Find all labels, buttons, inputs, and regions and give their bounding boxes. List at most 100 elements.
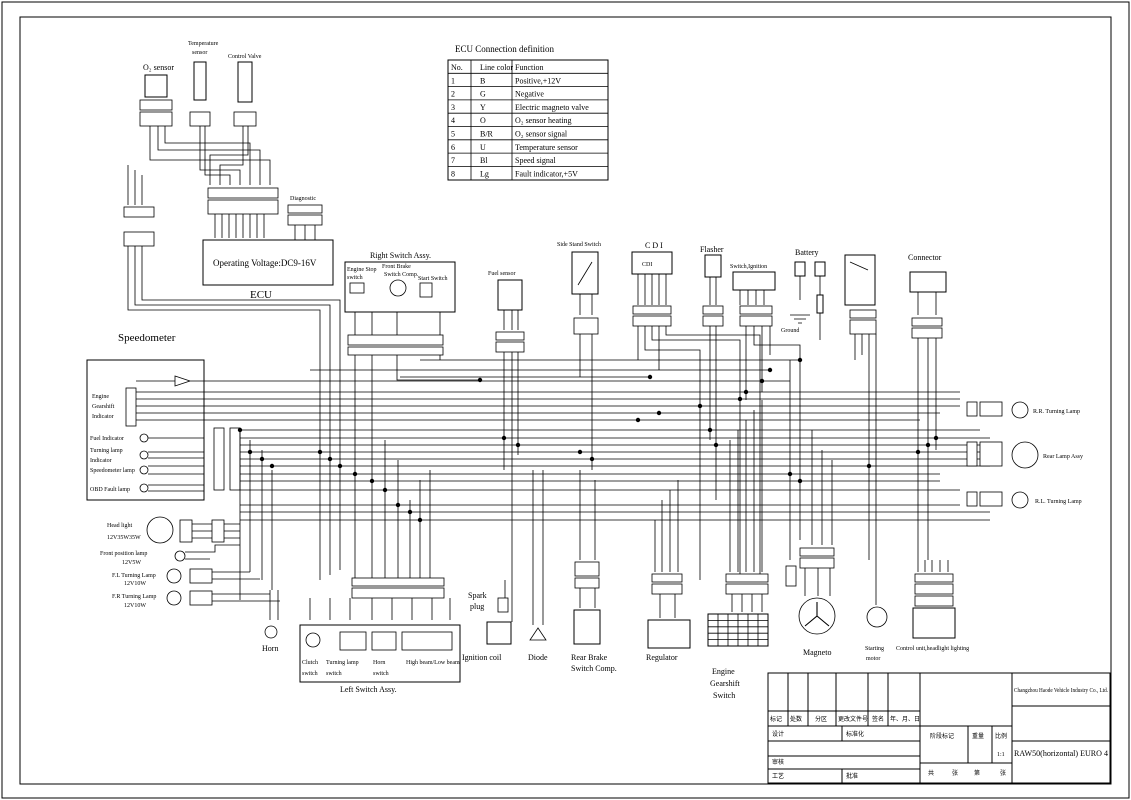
ecu-table-cell: Y (480, 103, 486, 112)
o2-sensor-icon (144, 74, 168, 98)
turning-switch-icon (339, 631, 367, 651)
flasher-icon (704, 254, 722, 278)
tb-process: 工艺 (772, 772, 784, 780)
tb-approve: 批准 (846, 772, 858, 780)
tb-scale-label: 比例 (995, 732, 1007, 740)
starter-control-group: Starting motor Control unit,headlight li… (865, 560, 969, 662)
wire-junction (656, 410, 662, 416)
tb-page: 第 (974, 769, 980, 777)
fuel-sensor-label: Fuel sensor (488, 271, 516, 277)
left-switch-label: Left Switch Assy. (340, 685, 397, 694)
tb-company: Changzhou Haode Vehicle Industry Co., Lt… (1014, 688, 1108, 694)
ignition-coil-label: Ignition coil (462, 653, 502, 662)
turning-lamp-indicator-label: Turning lamp (90, 448, 123, 454)
temp-sensor-label: Temperature (188, 41, 219, 47)
spark-plug-label-2: plug (470, 602, 484, 611)
wire-junction (647, 374, 653, 380)
speedometer-lamp-icon (139, 465, 149, 475)
fr-turning-spec: 12V10W (124, 603, 146, 609)
tb-sheet-unit: 张 (952, 769, 958, 777)
tb-mark: 标记 (770, 715, 782, 723)
tb-change-doc: 更改文件号 (838, 715, 868, 723)
ignition-switch-icon (732, 271, 776, 291)
flasher-label: Flasher (700, 245, 724, 254)
ecu-table-cell: 7 (451, 156, 455, 165)
wire-junction (337, 463, 343, 469)
left-switch-assy: Clutch switch Turning lamp switch Horn s… (299, 440, 461, 694)
rl-turning-lamp-icon (1011, 491, 1029, 509)
magneto-group: Magneto (785, 360, 836, 657)
front-lights: Head light 12V35W35W Front position lamp… (100, 430, 280, 653)
battery-icon (794, 261, 806, 277)
tb-drawing-name: RAW50(horizontal) EURO 4 (1014, 749, 1108, 758)
ecu-box (202, 239, 334, 286)
turning-indicator-icon (139, 450, 149, 460)
beam-switch-icon (401, 631, 453, 651)
ecu-table-cell: B/R (480, 130, 494, 139)
start-switch-icon (419, 282, 433, 298)
rl-turning-label: R.L. Turning Lamp (1035, 499, 1082, 505)
fuel-indicator-label: Fuel Indicator (90, 436, 124, 442)
speedometer-lamp-label: Speedometer lamp (90, 468, 135, 474)
ecu-table-header-2: Function (515, 63, 543, 72)
tb-page-unit: 张 (1000, 769, 1006, 777)
gearshift-switch-label-2: Gearshift (710, 679, 741, 688)
wire-junction (577, 449, 583, 455)
connector-label: Connector (908, 253, 942, 262)
temp-sensor-icon (193, 61, 207, 101)
ecu-table-cell: Speed signal (515, 156, 556, 165)
title-block: 标记 处数 分区 更改文件号 签名 年、月、日 设计 标准化 审核 工艺 批准 … (767, 672, 1111, 784)
horn-switch-icon (371, 631, 397, 651)
front-brake-icon (389, 279, 407, 297)
o2-sensor-label: O₂ sensor (143, 63, 174, 72)
head-light-icon (146, 516, 174, 544)
connector-icon (909, 271, 947, 293)
start-switch-label: Start Switch (418, 276, 448, 282)
obd-fault-lamp-label: OBD Fault lamp (90, 487, 130, 493)
diagnostic-connector (287, 204, 323, 214)
fuel-sensor: Fuel sensor (488, 271, 525, 580)
ecu-table-cell: O₂ sensor signal (515, 130, 568, 139)
fl-turning-icon (166, 568, 182, 584)
tb-weight: 重量 (972, 732, 984, 740)
rear-brake-label-2: Switch Comp. (571, 664, 617, 673)
ecu-table-cell: 4 (451, 116, 455, 125)
beam-switch-label: High beam/Low beam (406, 660, 460, 666)
cdi-code: CDI (642, 262, 652, 268)
battery-group: Battery Ground (781, 248, 877, 590)
tb-review: 审核 (772, 758, 784, 766)
ecu-table-cell: 6 (451, 143, 455, 152)
magneto-label: Magneto (803, 648, 831, 657)
battery-label: Battery (795, 248, 819, 257)
horn-label: Horn (262, 644, 278, 653)
ecu-table-cell: O (480, 116, 486, 125)
head-light-spec: 12V35W35W (107, 535, 141, 541)
ecu-table-cell: B (480, 76, 485, 85)
fuse-icon (816, 294, 824, 314)
tb-design: 设计 (772, 730, 784, 738)
engine-stop-label: Engine Stop (347, 267, 377, 273)
rear-lamp-icon (1011, 441, 1039, 469)
engine-stop-icon (349, 282, 365, 294)
control-unit-label: Control unit,headlight lighting (896, 646, 969, 652)
tb-sign: 签名 (872, 715, 884, 723)
instrument-panel: Engine Gearshift Indicator Fuel Indicato… (86, 359, 241, 501)
right-switch-label: Right Switch Assy. (370, 251, 431, 260)
starting-motor-label-2: motor (866, 656, 880, 662)
diode-icon (529, 627, 547, 641)
ecu-table-cell: U (480, 143, 486, 152)
rr-turning-lamp-icon (1011, 401, 1029, 419)
right-switch-assy: Right Switch Assy. Engine Stop switch Fr… (344, 251, 480, 520)
regulator-label: Regulator (646, 653, 678, 662)
front-position-icon (174, 550, 186, 562)
fr-turning-icon (166, 590, 182, 606)
ecu-label: ECU (250, 289, 272, 301)
ecu-table-cell: Lg (480, 169, 489, 178)
ecu-table-cell: Fault indicator,+5V (515, 169, 578, 178)
tb-count: 处数 (790, 715, 802, 723)
cdi-label: C D I (645, 241, 663, 250)
engine-gear-indicator-label-2: Gearshift (92, 403, 115, 410)
ecu-table-cell: 3 (451, 103, 455, 112)
horn-switch-label-2: switch (373, 671, 389, 677)
